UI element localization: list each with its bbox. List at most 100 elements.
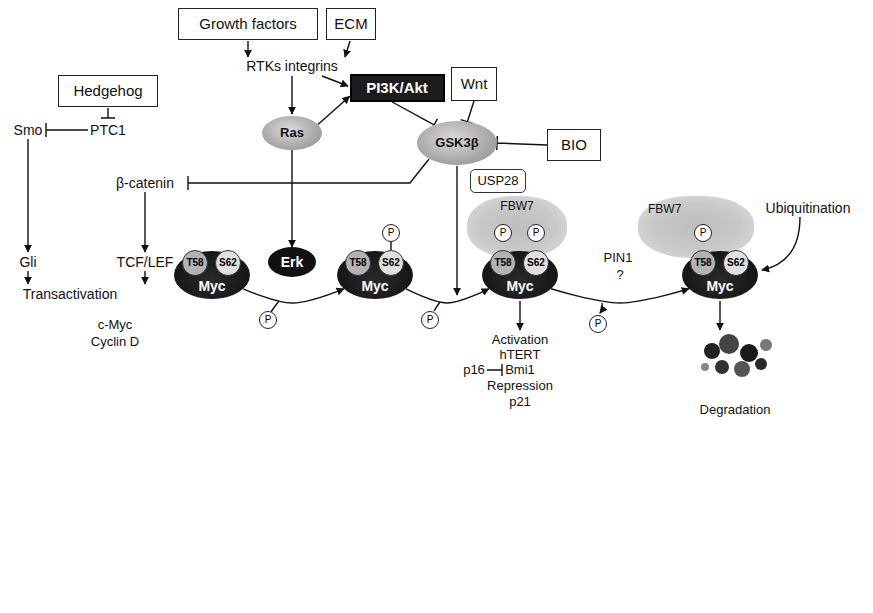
node-text: T58	[349, 257, 366, 269]
phospho-site: S62	[523, 250, 549, 276]
activation-arrow	[322, 76, 348, 86]
node-text: Ras	[280, 126, 304, 141]
activation-arrow	[456, 166, 457, 295]
pathway-label: PTC1	[90, 122, 126, 138]
input-box: Growth factors	[178, 8, 318, 40]
pathway-edge	[291, 150, 292, 247]
input-box: ECM	[326, 8, 375, 40]
node-text: P	[265, 314, 272, 326]
fragment	[760, 339, 772, 351]
input-box: Hedgehog	[58, 75, 158, 107]
fragment	[719, 334, 739, 354]
myc-protein: MycT58S62	[337, 251, 413, 299]
activation-arrow	[27, 271, 28, 284]
node-text: FBW7	[648, 203, 681, 217]
phosphate-input	[271, 301, 279, 312]
inhibition-line	[46, 123, 88, 137]
phosphate-input	[434, 302, 440, 311]
activation-arrow	[719, 301, 720, 330]
node-text: S62	[219, 257, 237, 269]
fragment	[755, 358, 767, 370]
kinase-ellipse: Ras	[262, 116, 322, 150]
node-text: Myc	[506, 278, 533, 294]
phosphate-circle: P	[694, 224, 712, 242]
node-text: S62	[727, 257, 745, 269]
node-text: GSK3β	[435, 136, 478, 151]
pathway-label: p21	[509, 395, 531, 410]
phospho-site: T58	[690, 250, 716, 276]
node-text: P	[500, 227, 507, 239]
pathway-label: Ubiquitination	[766, 200, 851, 216]
pathway-label: Transactivation	[23, 286, 117, 302]
fragment	[734, 361, 750, 377]
node-text: S62	[527, 257, 545, 269]
node-text: PI3K/Akt	[366, 79, 428, 96]
pathway-label: Degradation	[700, 403, 771, 418]
node-text: Growth factors	[199, 15, 297, 32]
fragment	[701, 363, 709, 371]
phosphate-circle: P	[421, 311, 439, 329]
activation-arrow	[27, 139, 28, 252]
pathway-edge	[390, 242, 391, 250]
pathway-label: Activation	[492, 333, 548, 348]
phospho-site: S62	[378, 250, 404, 276]
activation-arrow	[247, 41, 248, 57]
node-text: P	[427, 314, 434, 326]
node-text: P	[700, 227, 707, 239]
inhibition-line	[101, 108, 115, 118]
node-text: BIO	[561, 136, 587, 153]
pathway-label: p16	[463, 363, 485, 378]
node-text: T58	[186, 257, 203, 269]
degradation-fragments	[701, 334, 772, 377]
ubiquitination-arrow	[762, 217, 800, 270]
pathway-label: Repression	[487, 379, 553, 394]
node-text: P	[388, 227, 395, 239]
pathway-label: PIN1	[604, 251, 633, 266]
node-text: Hedgehog	[73, 82, 142, 99]
phosphate-circle: P	[382, 224, 400, 242]
activation-arrow	[144, 192, 145, 252]
inhibition-line	[188, 159, 429, 190]
node-text: T58	[694, 257, 711, 269]
node-text: Myc	[198, 278, 225, 294]
phospho-site: S62	[215, 250, 241, 276]
activation-arrow	[345, 41, 350, 57]
fragment	[704, 343, 720, 359]
pathway-box: PI3K/Akt	[350, 74, 445, 102]
activation-arrow	[519, 301, 520, 330]
node-text: P	[595, 318, 602, 330]
phosphate-circle: P	[259, 311, 277, 329]
inhibition-line	[487, 364, 502, 376]
phosphate-release	[600, 303, 602, 313]
node-text: Myc	[706, 278, 733, 294]
kinase-ellipse: Erk	[268, 247, 316, 277]
pathway-label: Bmi1	[505, 363, 535, 378]
pathway-label: TCF/LEF	[117, 254, 174, 270]
pathway-edge	[318, 96, 350, 124]
inhibition-edge	[497, 136, 547, 150]
phosphate-circle: P	[527, 224, 545, 242]
node-text: S62	[382, 257, 400, 269]
pathway-arrows	[28, 41, 800, 376]
pathway-label: Cyclin D	[91, 335, 139, 350]
pathway-edge	[551, 289, 689, 303]
phospho-site: T58	[345, 250, 371, 276]
node-text: FBW7	[500, 200, 533, 214]
node-text: Wnt	[461, 75, 488, 92]
pathway-label: c-Myc	[98, 318, 133, 333]
pathway-edge	[243, 289, 344, 303]
pathway-label: hTERT	[500, 348, 541, 363]
pathway-edge	[406, 289, 489, 303]
activation-arrow	[291, 76, 292, 114]
node-text: ECM	[334, 15, 367, 32]
phospho-site: T58	[490, 250, 516, 276]
pathway-label: Smo	[14, 122, 43, 138]
pathway-label: Gli	[19, 254, 36, 270]
activation-arrow	[144, 271, 145, 284]
fbw7-cloud: FBW7P P	[467, 196, 567, 258]
phosphate-circle: P	[589, 315, 607, 333]
myc-protein: Myc T58 S62	[682, 251, 758, 299]
pathway-label: RTKs integrins	[246, 58, 338, 74]
pathway-label: ?	[616, 268, 623, 283]
